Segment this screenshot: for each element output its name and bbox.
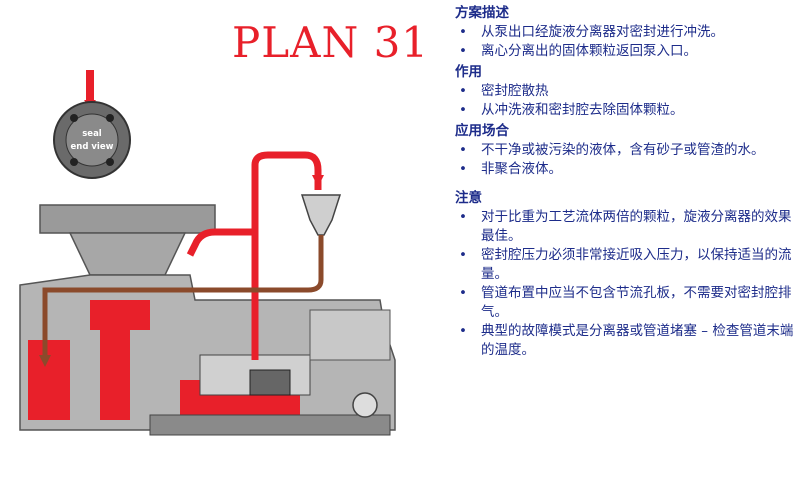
bearing-housing: [309, 309, 391, 361]
return-line: [42, 235, 324, 360]
list-item: 密封腔压力必须非常接近吸入压力，以保持适当的流量。: [455, 246, 795, 284]
list-item: 对于比重为工艺流体两倍的颗粒，旋液分离器的效果最佳。: [455, 208, 795, 246]
section-heading: 作用: [455, 64, 482, 80]
discharge-flange: [39, 204, 216, 234]
list-item: 不干净或被污染的液体，含有砂子或管渣的水。: [455, 141, 795, 160]
section-heading: 应用场合: [455, 123, 509, 139]
section-list: 对于比重为工艺流体两倍的颗粒，旋液分离器的效果最佳。密封腔压力必须非常接近吸入压…: [455, 208, 795, 360]
seal-label-2: end view: [71, 142, 114, 152]
discharge-nozzle: [68, 232, 187, 276]
description-panel: 方案描述从泵出口经旋液分离器对密封进行冲洗。离心分离出的固体颗粒返回泵入口。作用…: [455, 2, 795, 360]
list-item: 从冲洗液和密封腔去除固体颗粒。: [455, 101, 795, 120]
section-heading: 方案描述: [455, 5, 509, 21]
section-list: 密封腔散热从冲洗液和密封腔去除固体颗粒。: [455, 82, 795, 120]
return-arrow: [39, 355, 51, 367]
seal-end-view: seal end view: [53, 101, 131, 179]
impeller-eye-red: [90, 300, 150, 420]
plan31-diagram: seal end view: [19, 70, 396, 436]
list-item: 离心分离出的固体颗粒返回泵入口。: [455, 42, 795, 61]
list-item: 管道布置中应当不包含节流孔板，不需要对密封腔排气。: [455, 284, 795, 322]
cyclone-separator: [300, 194, 342, 236]
shaft: [149, 414, 391, 436]
list-item: 密封腔散热: [455, 82, 795, 101]
section-heading: 注意: [455, 190, 482, 206]
list-item: 从泵出口经旋液分离器对密封进行冲洗。: [455, 23, 795, 42]
section-list: 不干净或被污染的液体，含有砂子或管渣的水。非聚合液体。: [455, 141, 795, 179]
list-item: 典型的故障模式是分离器或管道堵塞 – 检查管道末端的温度。: [455, 322, 795, 360]
seal-label-1: seal: [82, 129, 102, 139]
impeller-red: [28, 340, 70, 420]
bearing: [352, 392, 378, 418]
page-title: PLAN 31: [232, 18, 430, 67]
flush-line: [186, 151, 322, 257]
section-list: 从泵出口经旋液分离器对密封进行冲洗。离心分离出的固体颗粒返回泵入口。: [455, 23, 795, 61]
flow-stub: [86, 70, 94, 100]
seal-spring: [249, 369, 291, 396]
list-item: 非聚合液体。: [455, 160, 795, 179]
flush-arrow: [312, 175, 324, 187]
